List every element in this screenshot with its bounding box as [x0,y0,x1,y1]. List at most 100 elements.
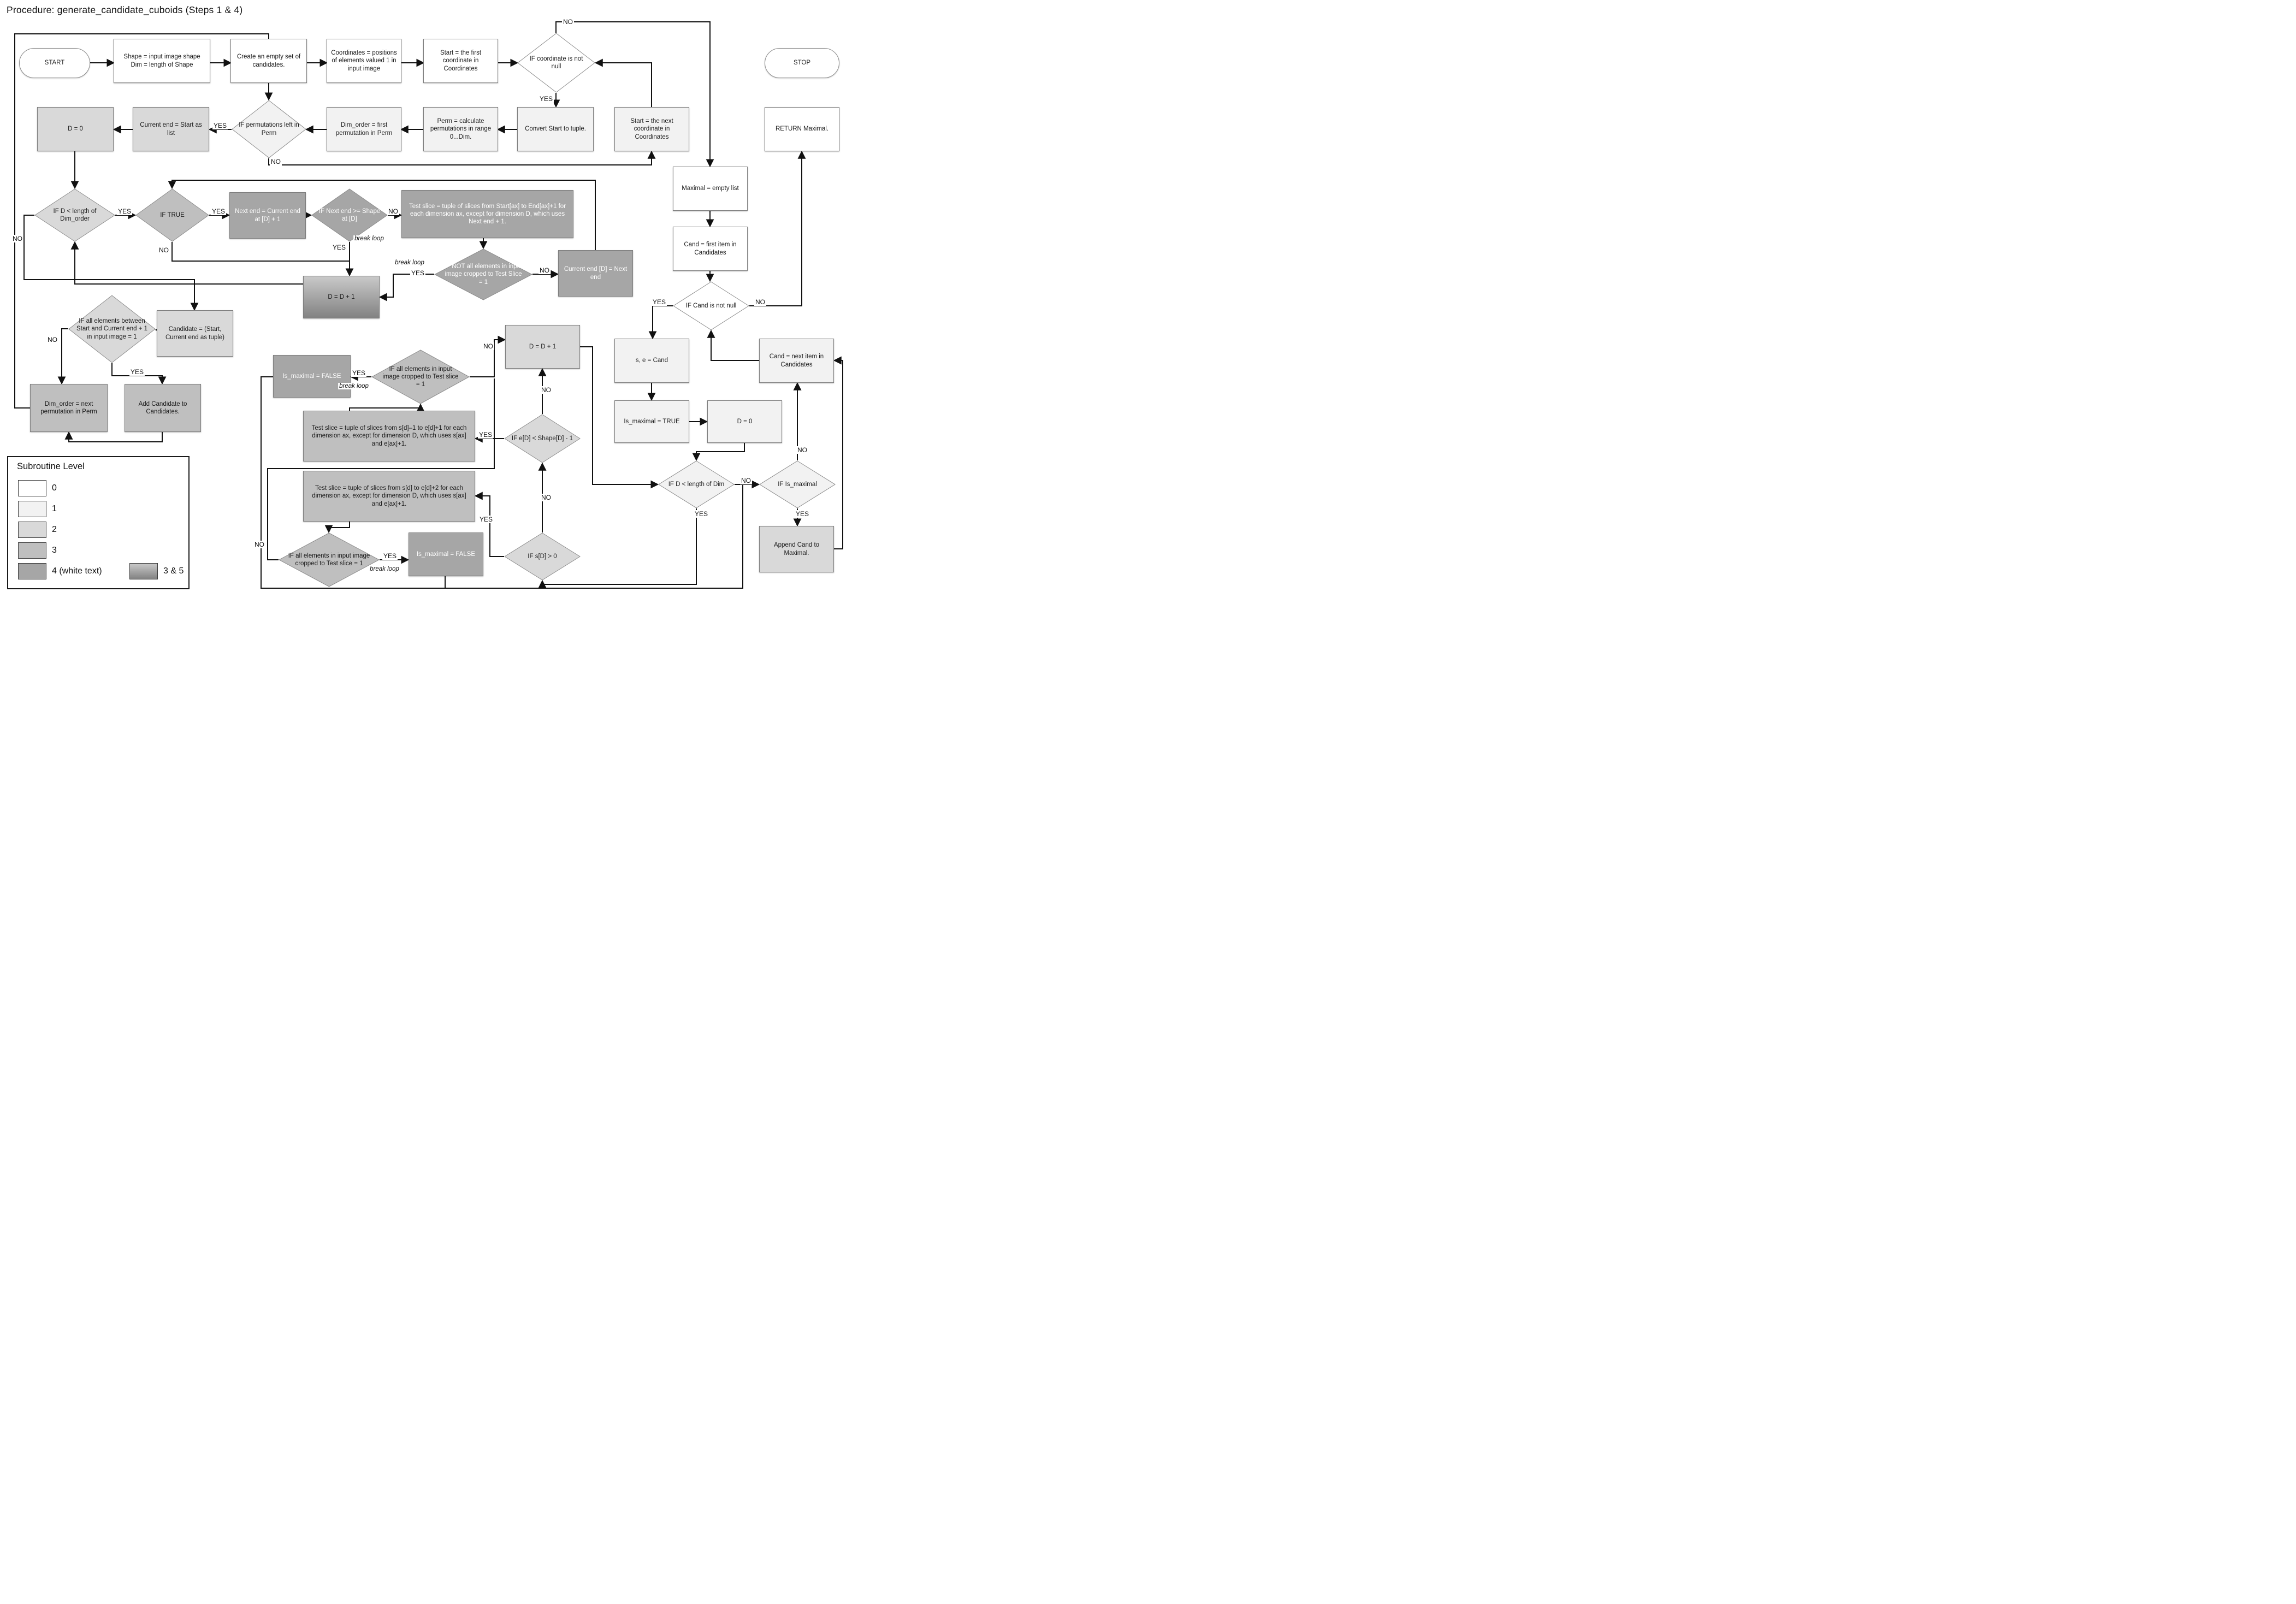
if-not-all-elements-diamond-shape [434,248,532,300]
flowchart-canvas: Procedure: generate_candidate_cuboids (S… [0,0,852,598]
cand-next-item-box-label: Cand = next item in Candidates [769,353,824,368]
maximal-empty-list-box: Maximal = empty list [673,167,748,211]
legend-swatch-3 [18,542,46,559]
d-equals-0-box-a: D = 0 [37,107,114,151]
s-e-cand-box-label: s, e = Cand [635,357,668,364]
if-all-between-diamond-shape [68,295,156,363]
create-candidates-box: Create an empty set of candidates. [230,39,307,83]
if-all-cropped-diamond-2-shape [279,532,380,587]
break-loop-label-22: break loop [338,383,370,389]
if-d-length-dim-diamond: IF D < length of Dim [658,460,735,508]
branch-label-27: NO [253,541,265,548]
d-plus-1-gradient-box: D = D + 1 [303,276,380,318]
if-all-cropped-diamond-1-label: IF all elements in input image cropped t… [382,365,459,388]
branch-label-0: NO [562,18,574,26]
if-all-between-diamond-label: IF all elements between Start and Curren… [76,318,148,340]
perm-calculate-box: Perm = calculate permutations in range 0… [423,107,498,151]
branch-label-3: NO [270,158,282,165]
dim-order-first-box-label: Dim_order = first permutation in Perm [335,122,393,137]
connector-14 [594,58,652,107]
legend-entry-2: 2 [18,522,57,538]
branch-label-4: YES [116,208,133,215]
legend-swatch-1 [18,501,46,517]
next-end-box: Next end = Current end at [D] + 1 [229,192,306,239]
current-end-d-next-end-box-label: Current end [D] = Next end [564,266,628,281]
if-next-end-shape-diamond-shape [311,188,388,242]
dim-order-first-box: Dim_order = first permutation in Perm [327,107,401,151]
coordinates-box-label: Coordinates = positions of elements valu… [331,50,397,72]
create-candidates-box-label: Create an empty set of candidates. [236,54,301,68]
start-terminator: START [19,48,90,78]
connector-39 [833,356,843,549]
if-cand-not-null-diamond-label: IF Cand is not null [685,302,737,309]
connector-29 [470,335,506,377]
d-plus-1-box-b: D = D + 1 [505,325,580,369]
branch-label-21: YES [351,369,367,377]
if-all-between-diamond: IF all elements between Start and Curren… [68,295,156,363]
connector-56 [64,431,163,442]
convert-start-tuple-box: Convert Start to tuple. [517,107,594,151]
legend-entry-3: 3 [18,542,57,559]
if-d-length-dim-order-diamond: IF D < length of Dim_order [34,188,115,242]
connector-48 [378,274,434,301]
cand-first-item-box-label: Cand = first item in Candidates [684,241,737,256]
legend-entry-3-5: 3 & 5 [129,563,184,579]
start-first-coordinate-box: Start = the first coordinate in Coordina… [423,39,498,83]
break-loop-label-10: break loop [353,235,385,242]
connector-49 [168,180,596,250]
start-next-coordinate-box-label: Start = the next coordinate in Coordinat… [630,118,673,140]
add-candidate-box: Add Candidate to Candidates. [125,384,201,432]
connector-33 [267,378,495,560]
connector-51 [23,215,199,311]
next-end-box-label: Next end = Current end at [D] + 1 [235,208,300,223]
if-coordinate-not-null-diamond: IF coordinate is not null [517,33,595,93]
legend-label-1: 1 [52,504,57,513]
test-slice-sd-minus-box: Test slice = tuple of slices from s[d]–1… [303,411,475,461]
d-plus-1-gradient-box-label: D = D + 1 [328,293,355,300]
is-maximal-false-box-2: Is_maximal = FALSE [409,532,483,576]
coordinates-box: Coordinates = positions of elements valu… [327,39,401,83]
branch-label-14: YES [651,298,667,306]
d-plus-1-box-b-label: D = D + 1 [529,343,557,350]
cand-next-item-box: Cand = next item in Candidates [759,339,834,383]
branch-label-5: NO [11,235,23,242]
branch-label-23: NO [540,386,552,394]
if-sd-gt-0-diamond: IF s[D] > 0 [504,532,581,581]
append-cand-maximal-box: Append Cand to Maximal. [759,526,834,572]
legend-entry-4-white-text-: 4 (white text) [18,563,102,579]
cand-first-item-box: Cand = first item in Candidates [673,227,748,271]
is-maximal-true-box: Is_maximal = TRUE [614,400,689,443]
connector-52 [171,242,350,262]
shape-dim-box-label: Shape = input image shape Dim = length o… [123,54,200,68]
branch-label-6: YES [210,208,227,215]
legend-entry-0: 0 [18,480,57,496]
if-d-length-dim-order-diamond-label: IF D < length of Dim_order [53,208,97,222]
connector-30 [349,403,425,412]
connector-55 [57,328,68,385]
connector-21 [692,443,745,461]
d-equals-0-box-a-label: D = 0 [68,126,83,133]
connector-13 [268,150,656,165]
if-is-maximal-diamond-shape [759,460,836,508]
if-d-length-dim-diamond-shape [658,460,735,508]
if-permutations-left-diamond-shape [232,100,306,158]
branch-label-8: NO [387,208,399,215]
if-coordinate-not-null-diamond-shape [517,33,595,93]
branch-label-28: YES [382,552,398,560]
branch-label-24: YES [477,431,494,439]
legend-label-3: 3 [52,546,57,555]
current-end-d-next-end-box: Current end [D] = Next end [558,250,633,297]
legend-entry-1: 1 [18,501,57,517]
connector-5 [555,21,714,168]
if-coordinate-not-null-diamond-label: IF coordinate is not null [529,55,583,70]
start-next-coordinate-box: Start = the next coordinate in Coordinat… [614,107,689,151]
candidate-tuple-box: Candidate = (Start, Current end as tuple… [157,310,233,357]
branch-label-13: NO [539,267,551,274]
legend-label-2: 2 [52,525,57,534]
if-next-end-shape-diamond: IF Next end >= Shape at [D] [311,188,388,242]
page-title: Procedure: generate_candidate_cuboids (S… [7,4,243,15]
legend-swatch-2 [18,522,46,538]
connector-31 [324,522,350,534]
if-ed-shape-diamond: IF e[D] < Shape[D] - 1 [504,414,581,463]
